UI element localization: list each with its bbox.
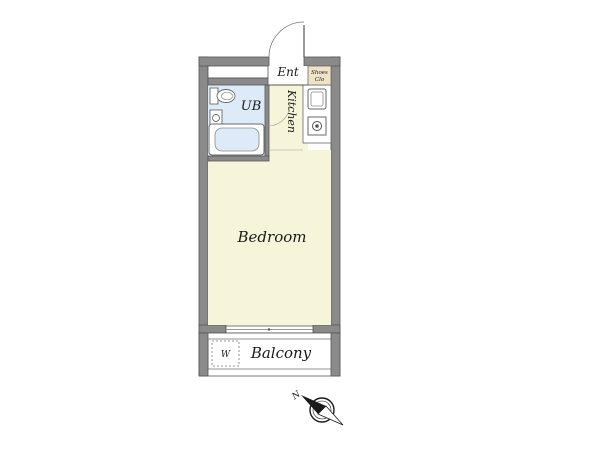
shoe-closet [307,65,332,86]
entrance-door [268,21,305,58]
balcony-window [225,325,314,334]
bath-door [267,103,291,127]
bedroom-floor [208,150,331,325]
compass [301,395,344,426]
washer-label: W [221,350,231,360]
unit-bath-label: UB [241,99,262,114]
compass-north-label: N [290,389,304,403]
compass-needle-icon [301,395,326,414]
toilet [209,87,236,105]
stove [307,116,327,136]
entrance-floor [268,66,308,85]
interior-walls [207,65,308,162]
entrance-label: Ent [276,65,298,79]
balcony [198,332,341,377]
washer-space [211,340,240,367]
balcony-label: Balcony [250,344,312,362]
kitchen-sink [307,88,327,110]
bathtub [208,123,265,156]
shoe-closet-label-2: Clo [315,77,325,83]
kitchen-floor [268,85,308,150]
bedroom-label: Bedroom [237,228,307,246]
kitchen-label: Kitchen [285,89,298,133]
shoe-closet-label: Shoes [311,70,328,76]
